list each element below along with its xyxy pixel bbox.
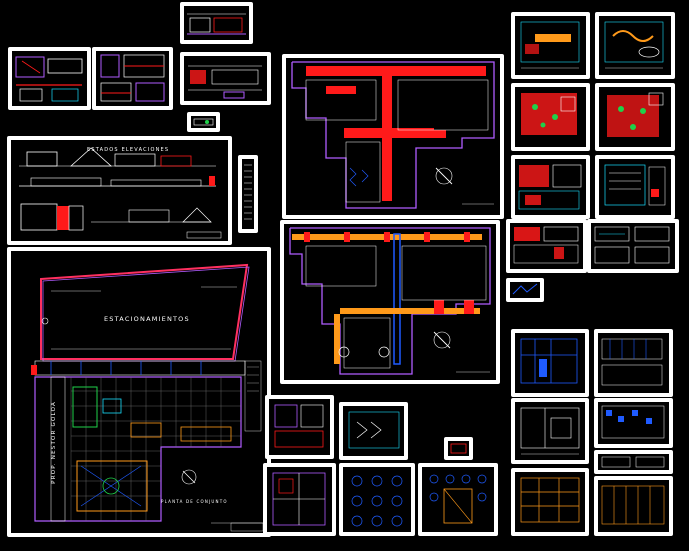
sheet-detail-b[interactable] [92, 47, 173, 110]
sheet-plan-upper-canvas [286, 58, 500, 215]
sheet-b6-canvas [422, 467, 494, 532]
sheet-r6c3-canvas [598, 454, 669, 470]
sheet-detail-e-canvas [510, 282, 540, 298]
sheet-detail-b-canvas [96, 51, 169, 106]
sheet-section-top[interactable] [180, 2, 253, 44]
sheet-detail-c[interactable] [506, 219, 587, 273]
detail-b-drawing [100, 54, 165, 102]
sheet-r7c1-canvas [515, 472, 585, 532]
sheet-r1c1-canvas [515, 16, 586, 75]
sheet-r5c2-canvas [598, 333, 669, 393]
sheet-b1[interactable] [265, 395, 334, 459]
sheet-b3[interactable] [444, 437, 473, 460]
plan-lower-drawing [289, 227, 491, 375]
sheet-b5[interactable] [339, 463, 415, 536]
sheet-b2-canvas [343, 406, 404, 456]
sheet-detail-a[interactable] [8, 47, 91, 110]
sheet-site-plan-canvas: ESTACIONAMIENTOS PROP. NESTOR GOLOA PLAN… [11, 251, 267, 533]
sheet-b4[interactable] [263, 463, 336, 536]
detail-a-drawing [15, 56, 83, 102]
sheet-r6c1[interactable] [511, 398, 589, 464]
sheet-detail-d[interactable] [587, 219, 679, 273]
sheet-stamp[interactable] [187, 112, 220, 132]
sheet-r1c1[interactable] [511, 12, 590, 79]
sheet-elevations[interactable]: ESTADOS ELEVACIONES [7, 136, 232, 245]
sheet-r6c1-canvas [515, 402, 585, 460]
sheet-r1c2[interactable] [595, 12, 675, 79]
sheet-detail-a-canvas [12, 51, 87, 106]
sheet-stamp-canvas [191, 116, 216, 128]
sheet-r6c3[interactable] [594, 450, 673, 474]
section-mid-drawing [188, 65, 262, 99]
sheet-strip[interactable] [238, 155, 258, 233]
sheet-r5c2[interactable] [594, 329, 673, 397]
sheet-b2[interactable] [339, 402, 408, 460]
sheet-section-mid[interactable] [180, 52, 271, 105]
sheet-section-mid-canvas [184, 56, 267, 101]
sheet-r6c2[interactable] [594, 398, 673, 448]
sheet-r5c1[interactable] [511, 329, 589, 397]
sheet-strip-canvas [242, 159, 254, 229]
sheet-detail-c-canvas [510, 223, 583, 269]
sheet-r2c1-canvas [515, 87, 586, 147]
site-plan-caption: PLANTA DE CONJUNTO [161, 499, 228, 504]
sheet-r1c2-canvas [599, 16, 671, 75]
sheet-r6c2-canvas [598, 402, 669, 444]
sheet-r2c1[interactable] [511, 83, 590, 151]
sheet-b4-canvas [267, 467, 332, 532]
sheet-plan-upper[interactable] [282, 54, 504, 219]
sheet-b3-canvas [448, 441, 469, 456]
sheet-b1-canvas [269, 399, 330, 455]
sheet-r3c1-canvas [515, 159, 586, 215]
sheet-site-plan[interactable]: ESTACIONAMIENTOS PROP. NESTOR GOLOA PLAN… [7, 247, 271, 537]
sheet-detail-e[interactable] [506, 278, 544, 302]
sheet-r2c2-canvas [599, 87, 671, 147]
street-label: PROP. NESTOR GOLOA [51, 401, 57, 484]
elevations-label: ESTADOS ELEVACIONES [87, 147, 170, 153]
site-plan-drawing [31, 263, 264, 532]
section-top-drawing [187, 13, 246, 35]
sheet-r3c1[interactable] [511, 155, 590, 219]
sheet-section-top-canvas [184, 6, 249, 40]
elevations-drawing [19, 147, 222, 239]
sheet-r7c1[interactable] [511, 468, 589, 536]
sheet-plan-lower[interactable] [280, 220, 500, 384]
sheet-b6[interactable] [418, 463, 498, 536]
sheet-r5c1-canvas [515, 333, 585, 393]
sheet-b5-canvas [343, 467, 411, 532]
parking-label: ESTACIONAMIENTOS [104, 315, 190, 323]
sheet-detail-d-canvas [591, 223, 675, 269]
sheet-r3c2-canvas [599, 159, 671, 215]
sheet-plan-lower-canvas [284, 224, 496, 380]
sheet-r3c2[interactable] [595, 155, 675, 219]
sheet-r7c2[interactable] [594, 476, 673, 536]
sheet-elevations-canvas: ESTADOS ELEVACIONES [11, 140, 228, 241]
sheet-r7c2-canvas [598, 480, 669, 532]
plan-upper-drawing [291, 61, 495, 209]
sheet-r2c2[interactable] [595, 83, 675, 151]
